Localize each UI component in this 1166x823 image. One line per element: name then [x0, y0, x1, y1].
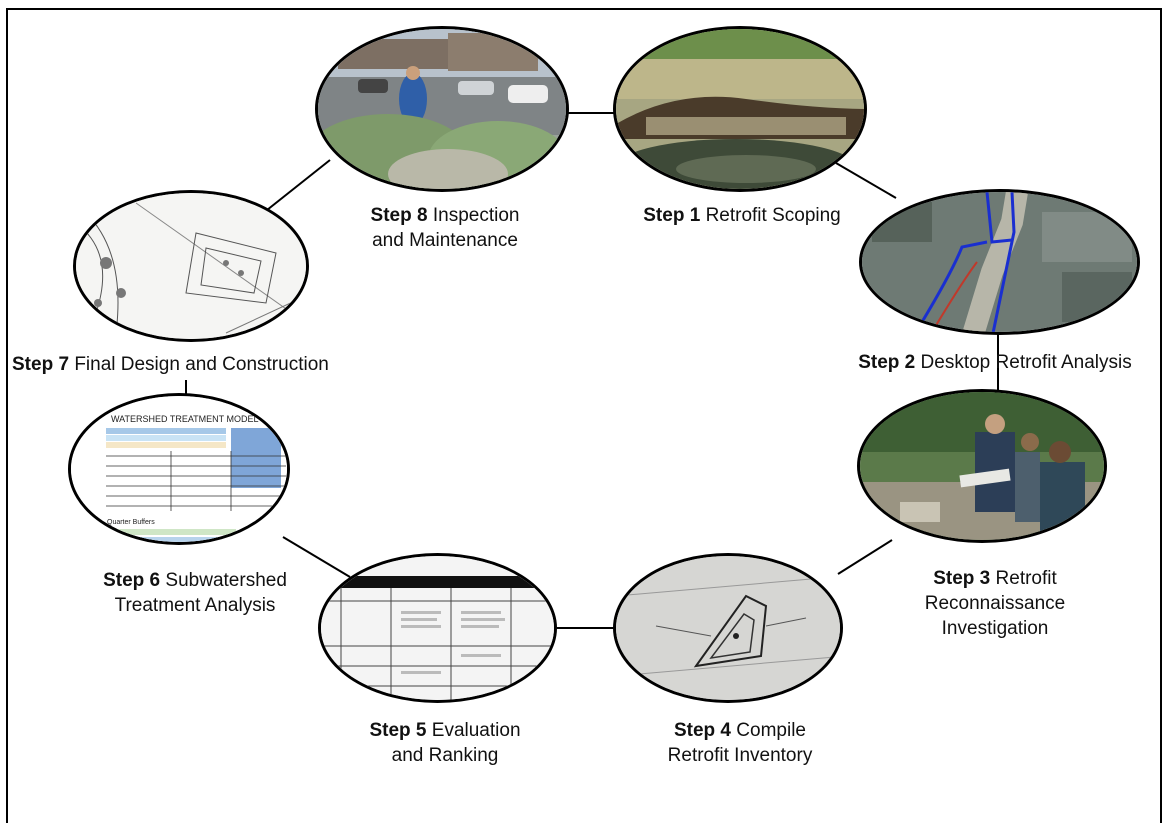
connector-1-2 — [835, 162, 897, 199]
connector-3-4 — [837, 539, 893, 575]
model-sheet-section: Quarter Buffers — [107, 519, 155, 526]
step8-photo — [315, 26, 569, 192]
step1-label: Step 1 Retrofit Scoping — [612, 203, 872, 228]
step2-number: Step 2 — [858, 352, 916, 373]
step4-number: Step 4 — [673, 720, 732, 741]
step4-label: Step 4 Compile Retrofit Inventory — [630, 718, 850, 768]
diagram-frame — [6, 8, 1162, 823]
step6-photo: WATERSHED TREATMENT MODEL Quarter Buffer… — [68, 393, 290, 545]
step8-title-line2: and Maintenance — [372, 230, 518, 251]
step3-title-line2: Reconnaissance — [924, 593, 1066, 614]
step7-number: Step 7 — [12, 354, 70, 375]
step1-title: Retrofit Scoping — [705, 205, 841, 226]
connector-5-6 — [282, 536, 351, 578]
step7-photo — [73, 190, 309, 342]
step3-photo — [857, 389, 1107, 543]
step4-title: Compile — [736, 720, 806, 741]
step7-label: Step 7 Final Design and Construction — [12, 352, 382, 377]
step5-title-line2: and Ranking — [391, 745, 499, 766]
step5-number: Step 5 — [369, 720, 427, 741]
step6-number: Step 6 — [103, 570, 161, 591]
step2-photo — [859, 189, 1140, 335]
step6-title: Subwatershed — [165, 570, 287, 591]
step5-title: Evaluation — [431, 720, 521, 741]
step1-photo — [613, 26, 867, 192]
step6-title-line2: Treatment Analysis — [114, 595, 276, 616]
step1-number: Step 1 — [643, 205, 701, 226]
step2-label: Step 2 Desktop Retrofit Analysis — [830, 350, 1160, 375]
step8-title: Inspection — [432, 205, 520, 226]
step4-title-line2: Retrofit Inventory — [667, 745, 813, 766]
step7-title: Final Design and Construction — [74, 354, 329, 375]
step3-title: Retrofit — [995, 568, 1057, 589]
step2-title: Desktop Retrofit Analysis — [920, 352, 1132, 373]
step3-number: Step 3 — [933, 568, 991, 589]
step6-label: Step 6 Subwatershed Treatment Analysis — [80, 568, 310, 618]
step8-number: Step 8 — [370, 205, 428, 226]
model-sheet-title: WATERSHED TREATMENT MODEL — [111, 414, 259, 424]
step4-photo — [613, 553, 843, 703]
connector-7-8 — [261, 159, 331, 215]
step5-photo — [318, 553, 557, 703]
step3-title-line3: Investigation — [941, 618, 1049, 639]
step5-label: Step 5 Evaluation and Ranking — [345, 718, 545, 768]
step3-label: Step 3 Retrofit Reconnaissance Investiga… — [900, 566, 1090, 641]
step8-label: Step 8 Inspection and Maintenance — [340, 203, 550, 253]
